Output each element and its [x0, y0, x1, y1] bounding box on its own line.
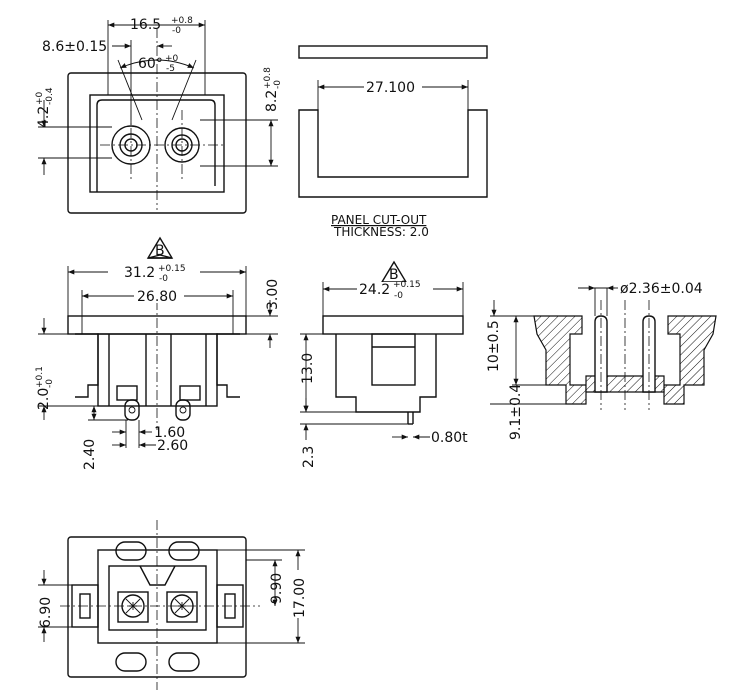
terminal-left	[117, 591, 149, 623]
bottom-slot-bottom-right	[168, 652, 200, 672]
panel-cutout	[298, 45, 488, 198]
side-flange-height-label: 3.00	[265, 279, 281, 310]
bottom-view	[38, 520, 305, 690]
front-angle-tol-upper: +0	[165, 54, 179, 64]
terminal-right	[166, 591, 198, 623]
section-depth-a-label: 10±0.5	[486, 320, 502, 372]
side-body	[97, 333, 218, 407]
side-contact-left	[116, 385, 138, 401]
end-flange	[322, 315, 464, 335]
side-left-clip	[75, 333, 99, 398]
front-right-height-tol-upper: +0.8	[263, 67, 273, 89]
side-clip-height-tol-lower: -0	[45, 379, 55, 388]
side-overall-width-label: 31.2	[124, 265, 155, 281]
cutout-outline	[298, 109, 488, 198]
side-overall-width-tol-upper: +0.15	[158, 264, 186, 274]
front-right-height-tol-lower: -0	[273, 80, 283, 89]
bottom-left-dim-label: 6.90	[38, 597, 54, 628]
front-left-height-label: 4.2	[36, 106, 52, 128]
bottom-right-dim-b-label: 17.00	[292, 578, 308, 618]
end-pin-thickness-label: 0.80t	[431, 430, 468, 446]
cutout-thickness: THICKNESS: 2.0	[333, 225, 429, 239]
front-socket-outline	[96, 99, 216, 192]
section-right-wall	[663, 315, 717, 405]
front-angle-label: 60°	[138, 56, 163, 72]
section-depth-b-label: 9.1±0.4	[508, 384, 524, 440]
bottom-inner	[108, 565, 207, 631]
rev-triangle-side	[146, 236, 174, 259]
bottom-right-dim-a-label: 9.90	[269, 573, 285, 604]
side-right-clip	[216, 333, 240, 398]
front-width-tol-lower: -0	[172, 26, 181, 36]
end-width-tol-upper: +0.15	[393, 280, 421, 290]
front-right-height-label: 8.2	[264, 90, 280, 112]
side-pin-width-a-label: 1.60	[154, 425, 185, 441]
side-clip-height-label: 2.0	[36, 388, 52, 410]
end-window	[371, 333, 416, 386]
side-pin-right	[175, 399, 191, 421]
end-width-tol-lower: -0	[394, 291, 403, 301]
bottom-body	[97, 549, 218, 644]
section-pin-diameter-label: ø2.36±0.04	[620, 281, 703, 297]
end-body-height-label: 13.0	[300, 353, 316, 384]
end-width-label: 24.2	[359, 282, 390, 298]
front-pin-offset-label: 8.6±0.15	[42, 39, 107, 55]
front-angle-tol-lower: -5	[166, 64, 175, 74]
panel-plate	[298, 45, 488, 59]
side-pin-height-label: 2.40	[82, 439, 98, 470]
bottom-slot-top-right	[168, 541, 200, 561]
front-width-label: 16.5	[130, 17, 161, 33]
cutout-title: PANEL CUT-OUT	[331, 213, 427, 227]
side-pin-width-b-label: 2.60	[157, 438, 188, 454]
cutout-width-label: 27.100	[366, 80, 415, 96]
bottom-v-notch	[139, 565, 176, 586]
front-width-tol-upper: +0.8	[171, 16, 193, 26]
end-body	[335, 334, 437, 413]
side-overall-width-tol-lower: -0	[159, 274, 168, 284]
end-revision-mark: B	[389, 267, 399, 283]
bottom-slot-bottom-left	[115, 652, 147, 672]
side-pin-left	[124, 399, 140, 421]
section-left-wall	[533, 315, 587, 405]
side-contact-right	[179, 385, 201, 401]
side-revision-mark: B	[155, 243, 165, 259]
side-clip-height-tol-upper: +0.1	[35, 366, 45, 388]
front-view	[38, 20, 278, 214]
section-view	[490, 285, 717, 410]
front-left-height-tol-lower: -0.4	[45, 87, 55, 105]
side-view	[38, 236, 278, 448]
end-pin-length-label: 2.3	[301, 446, 317, 468]
side-inner-width-label: 26.80	[137, 289, 177, 305]
front-left-height-tol-upper: +0	[35, 91, 45, 105]
bottom-slot-top-left	[115, 541, 147, 561]
